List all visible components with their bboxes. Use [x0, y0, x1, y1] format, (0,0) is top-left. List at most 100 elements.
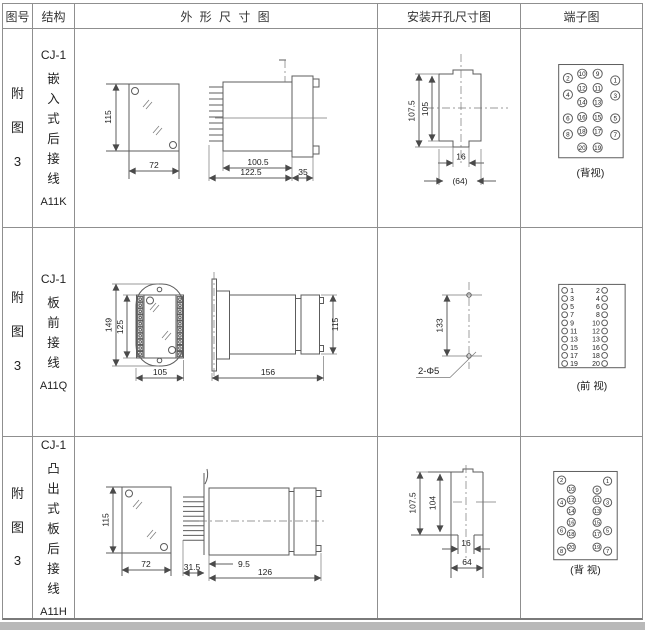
figure-number-cell-row2: 附图3 [3, 228, 33, 437]
terminal-circle [603, 476, 613, 486]
terminal-number: 1 [606, 479, 609, 485]
dim-cutout-outer-height: 107.5 [407, 100, 417, 122]
terminal-circle [557, 525, 567, 535]
mounting-cell-row2: 133 2-Φ5 [378, 228, 521, 437]
terminal-number: 13 [594, 508, 600, 514]
dim-total-length: 122.5 [240, 167, 262, 177]
terminal-number: 12 [579, 85, 587, 92]
terminal-circle [592, 517, 602, 527]
view-caption: (背 视) [570, 563, 601, 576]
terminal-number: 10 [579, 71, 587, 78]
header-mounting: 安装开孔尺寸图 [378, 4, 521, 29]
page-bottom-edge [0, 622, 645, 630]
terminal-circle [577, 142, 588, 153]
terminal-circle [603, 497, 613, 507]
mounting-drawing-a11q: 133 2-Φ5 [416, 282, 482, 378]
terminal-circle [561, 327, 569, 335]
terminal-circle [562, 113, 573, 124]
terminal-number: 8 [596, 312, 600, 319]
terminal-number: 17 [570, 353, 578, 360]
terminal-circle [566, 483, 576, 494]
terminal-circle [601, 319, 608, 327]
terminal-circle [566, 505, 576, 515]
outline-cell-row2: 149 125 105 [75, 228, 378, 437]
view-caption: (前 视) [577, 380, 608, 393]
terminal-number: 8 [560, 549, 563, 555]
terminal-circle [601, 327, 608, 335]
terminal-circle [562, 89, 573, 100]
terminal-number: 4 [596, 296, 600, 303]
dim-body-length: 126 [258, 567, 272, 577]
terminal-circle [577, 126, 588, 137]
terminal-circle [592, 542, 602, 552]
spec-table: 图号 结构 外 形 尺 寸 图 安装开孔尺寸图 端子图 附图3 CJ-1 嵌入式… [2, 3, 643, 620]
terminal-number: 9 [596, 71, 600, 78]
terminal-circle [592, 505, 602, 515]
terminal-circle [577, 68, 588, 79]
terminal-circle [592, 494, 602, 504]
terminal-number: 12 [568, 498, 574, 504]
outline-drawing-a11q: 149 125 105 [104, 272, 340, 382]
terminal-number: 20 [592, 361, 600, 368]
terminal-circle [566, 542, 576, 552]
dim-cutout-inner-height: 104 [428, 495, 438, 509]
dim-depth: 156 [261, 367, 275, 377]
structure-code: A11K [40, 196, 67, 208]
dim-slot-width: 16 [461, 538, 471, 548]
terminal-circle [601, 286, 608, 294]
terminal-number: 3 [570, 296, 574, 303]
terminal-circle [592, 142, 603, 153]
outline-cell-row1: 115 72 100.5 122.5 [75, 29, 378, 228]
terminal-circle [610, 75, 621, 86]
dim-front-width: 72 [149, 160, 159, 170]
terminal-number: 11 [594, 85, 601, 92]
terminal-number: 15 [570, 345, 578, 352]
terminal-circle [561, 352, 569, 359]
terminal-circle [561, 319, 569, 327]
terminal-circle [592, 528, 602, 539]
structure-model: CJ-1 [40, 272, 67, 286]
terminal-number: 16 [568, 520, 574, 526]
view-caption: (背视) [577, 167, 605, 180]
terminal-number: 11 [570, 329, 577, 336]
dim-front-width: 72 [141, 559, 151, 569]
terminal-number: 4 [560, 500, 564, 506]
terminal-circle [601, 311, 608, 319]
dim-cutout-inner-height: 105 [420, 102, 430, 116]
terminal-circle [561, 335, 569, 343]
terminal-number: 18 [579, 129, 587, 136]
terminal-number: 15 [594, 114, 602, 121]
terminal-circle [566, 517, 576, 527]
terminal-number: 5 [613, 116, 617, 123]
terminal-circle [561, 295, 569, 302]
terminal-circle [557, 497, 567, 507]
terminal-circle [566, 494, 576, 504]
terminal-number: 20 [579, 145, 587, 152]
outline-drawing-a11k: 115 72 100.5 122.5 [103, 59, 327, 182]
dim-front-outer-height: 149 [104, 318, 114, 332]
structure-model: CJ-1 [40, 48, 67, 62]
terminal-number: 6 [560, 528, 563, 534]
hole-spec-note: 2-Φ5 [418, 366, 439, 377]
terminal-number: 17 [594, 532, 600, 538]
dim-slot-width: 16 [456, 152, 466, 162]
terminal-circle [592, 112, 603, 123]
terminal-block-outline [558, 64, 624, 159]
structure-code: A11Q [39, 380, 68, 392]
terminal-number: 7 [613, 132, 617, 139]
terminal-circle [601, 343, 608, 351]
terminal-circle [561, 360, 569, 367]
terminal-number: 5 [570, 304, 574, 311]
terminal-circle [592, 82, 603, 94]
terminal-number: 18 [592, 353, 600, 360]
dim-hole-distance: 133 [435, 318, 445, 332]
dim-cutout-width: 64 [462, 557, 472, 567]
terminal-number: 16 [592, 345, 600, 352]
terminal-circle [610, 129, 621, 141]
figure-number: 附图3 [10, 290, 24, 373]
terminal-number: 14 [568, 508, 575, 514]
terminal-number: 15 [594, 520, 600, 526]
